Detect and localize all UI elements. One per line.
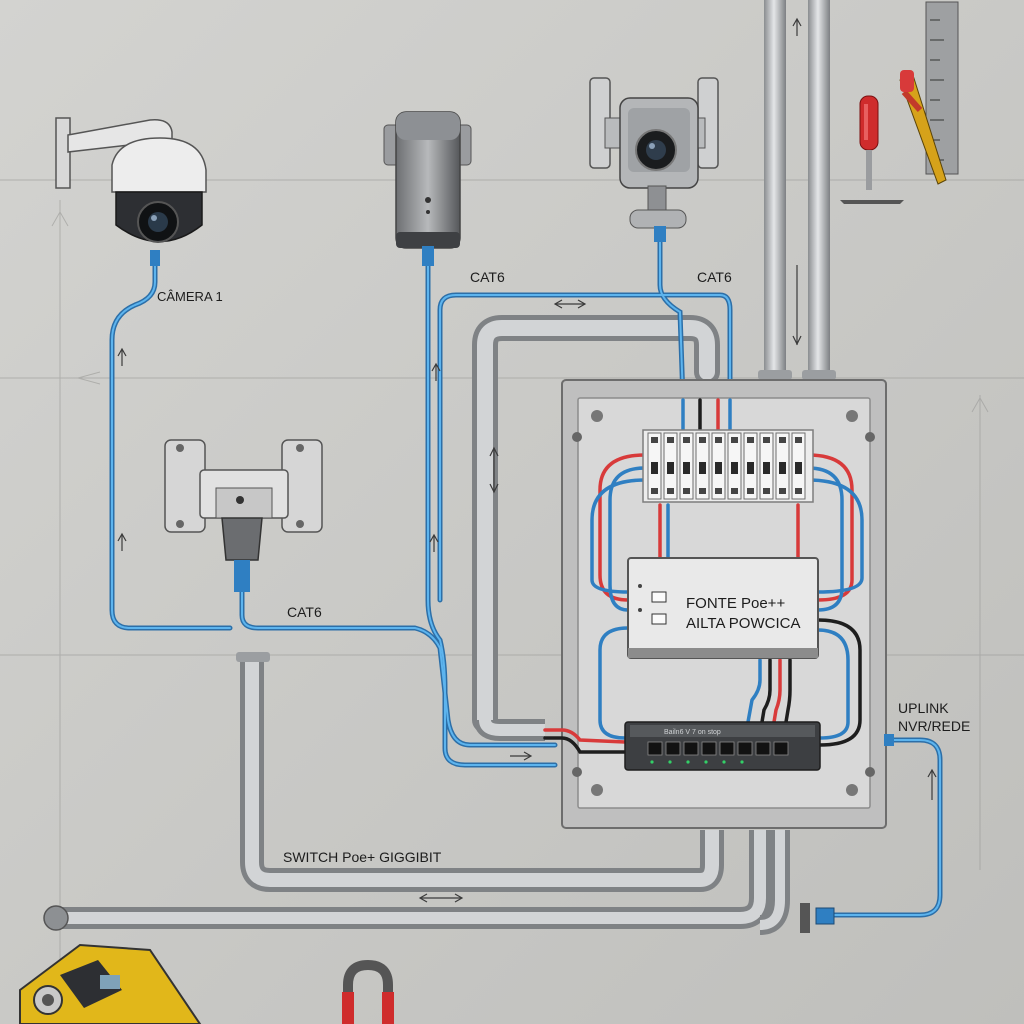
wall-bracket-icon: [164, 439, 323, 592]
cable-tester-icon: [19, 943, 202, 1024]
bullet-camera-icon: [383, 111, 472, 266]
camera1-label: CÂMERA 1: [157, 289, 223, 304]
power-supply-label-line1: FONTE Poe++: [686, 595, 785, 612]
clamp-meter-icon: [342, 959, 394, 1024]
screwdriver-icon: [840, 95, 904, 204]
cable-direction-arrows: [117, 299, 937, 903]
riser-conduits: [758, 0, 836, 380]
poe-switch: [624, 721, 821, 771]
conduit-loop: [472, 315, 720, 741]
uplink-label-line2: NVR/REDE: [898, 718, 970, 734]
dome-camera-icon: [55, 117, 207, 266]
cat6-label-bottom: CAT6: [287, 604, 322, 620]
cat6-label-right: CAT6: [697, 269, 732, 285]
conduit-bottom: [43, 652, 790, 935]
cable-cutter-icon: [899, 70, 947, 185]
cat6-cable-highlight: [111, 239, 941, 916]
poe-power-supply: [627, 557, 819, 659]
riser-arrows: [792, 17, 802, 346]
switch-label: SWITCH Poe+ GIGGIBIT: [283, 849, 442, 865]
panel-wiring: [543, 398, 864, 754]
uplink-label-line1: UPLINK: [898, 700, 949, 716]
circuit-breakers: [642, 429, 814, 503]
power-supply-label-line2: AILTA POWCICA: [686, 615, 800, 632]
uplink-connector: [800, 734, 894, 933]
switch-model-text: Bailn6 V 7 on stop: [664, 729, 721, 736]
cat6-label-top: CAT6: [470, 269, 505, 285]
ptz-camera-icon: [589, 77, 719, 242]
